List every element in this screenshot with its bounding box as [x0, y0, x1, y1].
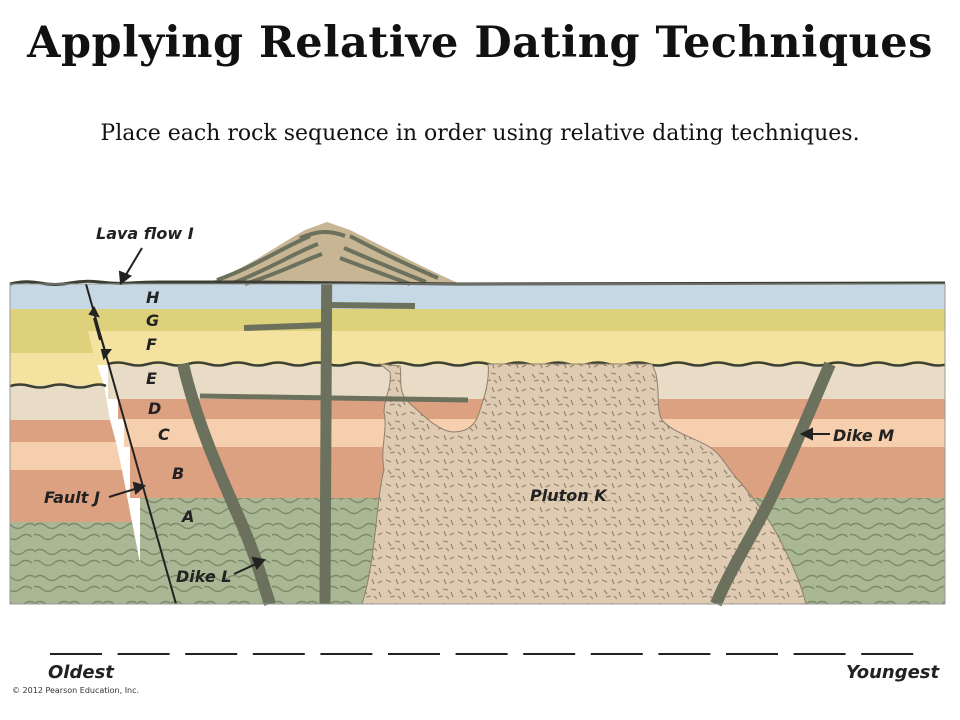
- layer-f-label: F: [146, 335, 157, 354]
- left-block-e: [10, 353, 104, 385]
- dike-m: [710, 361, 836, 607]
- block-outline: [9, 283, 946, 605]
- layer-g-label: G: [146, 311, 159, 330]
- oldest-label: Oldest: [48, 662, 115, 683]
- copyright-credit: © 2012 Pearson Education, Inc.: [12, 686, 140, 695]
- page-title: Applying Relative Dating Techniques: [27, 18, 933, 68]
- pointer-arrows: [108, 247, 830, 575]
- volcano-cone: [205, 222, 460, 286]
- volcanic-feeder-dike: [319, 223, 333, 605]
- layer-e-label: E: [146, 369, 157, 388]
- pluton-k: [361, 363, 807, 605]
- sill-lower: [243, 322, 327, 331]
- dike-l: [177, 362, 276, 606]
- sill-upper: [325, 302, 416, 309]
- left-block-d: [10, 420, 116, 442]
- lava-flow-label: Lava flow I: [96, 224, 194, 243]
- left-block-c: [10, 442, 122, 470]
- dike-l-label: Dike L: [176, 567, 231, 586]
- youngest-label: Youngest: [846, 662, 941, 683]
- dike-m-label: Dike M: [833, 426, 894, 445]
- layer-g-band: [10, 309, 945, 331]
- left-block-a: [10, 522, 148, 604]
- layer-b-label: B: [172, 464, 184, 483]
- layer-d-label: D: [148, 399, 161, 418]
- layer-f-band: [10, 331, 945, 365]
- unconformity-left: [10, 383, 107, 389]
- fault-label: Fault J: [44, 488, 100, 507]
- layer-h-label: H: [146, 288, 160, 307]
- sill-mid: [199, 393, 469, 403]
- page-subtitle: Place each rock sequence in order using …: [100, 121, 860, 146]
- layer-c-label: C: [158, 425, 170, 444]
- layer-a-label: A: [180, 507, 194, 526]
- pluton-label: Pluton K: [530, 486, 608, 505]
- layer-h-band: [10, 284, 945, 309]
- left-block-b: [10, 470, 132, 522]
- left-block-e2: [10, 385, 110, 420]
- fault-motion-arrows: [88, 306, 112, 361]
